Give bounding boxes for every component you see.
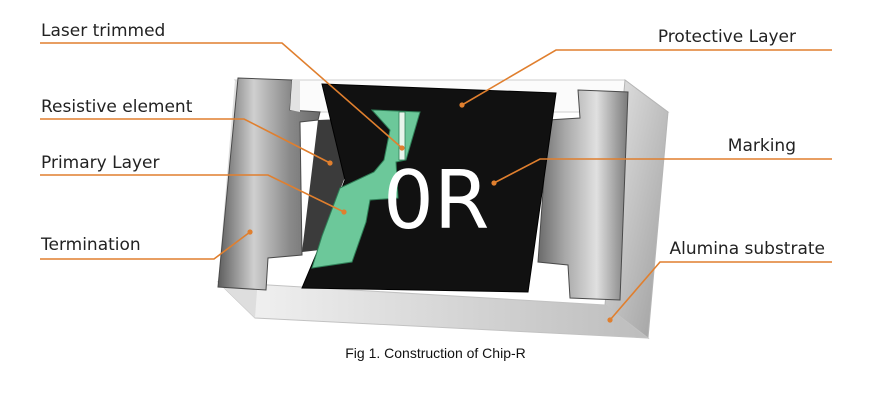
leader-dot	[607, 317, 613, 323]
leader-dot	[399, 145, 405, 151]
label-resistive-element: Resistive element	[41, 97, 193, 117]
protective-layer	[301, 83, 557, 293]
marking-text: 0R	[383, 154, 489, 247]
leader-dot	[327, 160, 333, 166]
leader-dot	[247, 229, 253, 235]
label-laser-trimmed: Laser trimmed	[41, 21, 165, 41]
label-marking: Marking	[728, 136, 796, 156]
leader-termination	[40, 231, 251, 260]
leader-protective-layer	[461, 49, 832, 106]
leader-primary-layer	[40, 174, 345, 213]
label-alumina-substrate: Alumina substrate	[670, 239, 825, 259]
leader-dot	[459, 102, 465, 108]
label-termination: Termination	[40, 235, 141, 255]
leader-alumina-substrate	[609, 261, 832, 321]
leader-dot	[341, 209, 347, 215]
termination-right	[537, 89, 629, 301]
leader-dot	[491, 180, 497, 186]
leader-resistive-element	[40, 118, 331, 164]
laser-trim-cut	[398, 111, 406, 161]
label-primary-layer: Primary Layer	[41, 153, 160, 173]
label-protective-layer: Protective Layer	[658, 27, 796, 47]
leader-laser-trimmed	[40, 42, 403, 149]
leader-marking	[493, 158, 832, 184]
leader-lines	[40, 42, 832, 323]
figure-caption: Fig 1. Construction of Chip-R	[345, 345, 526, 361]
primary-layer	[311, 109, 421, 269]
